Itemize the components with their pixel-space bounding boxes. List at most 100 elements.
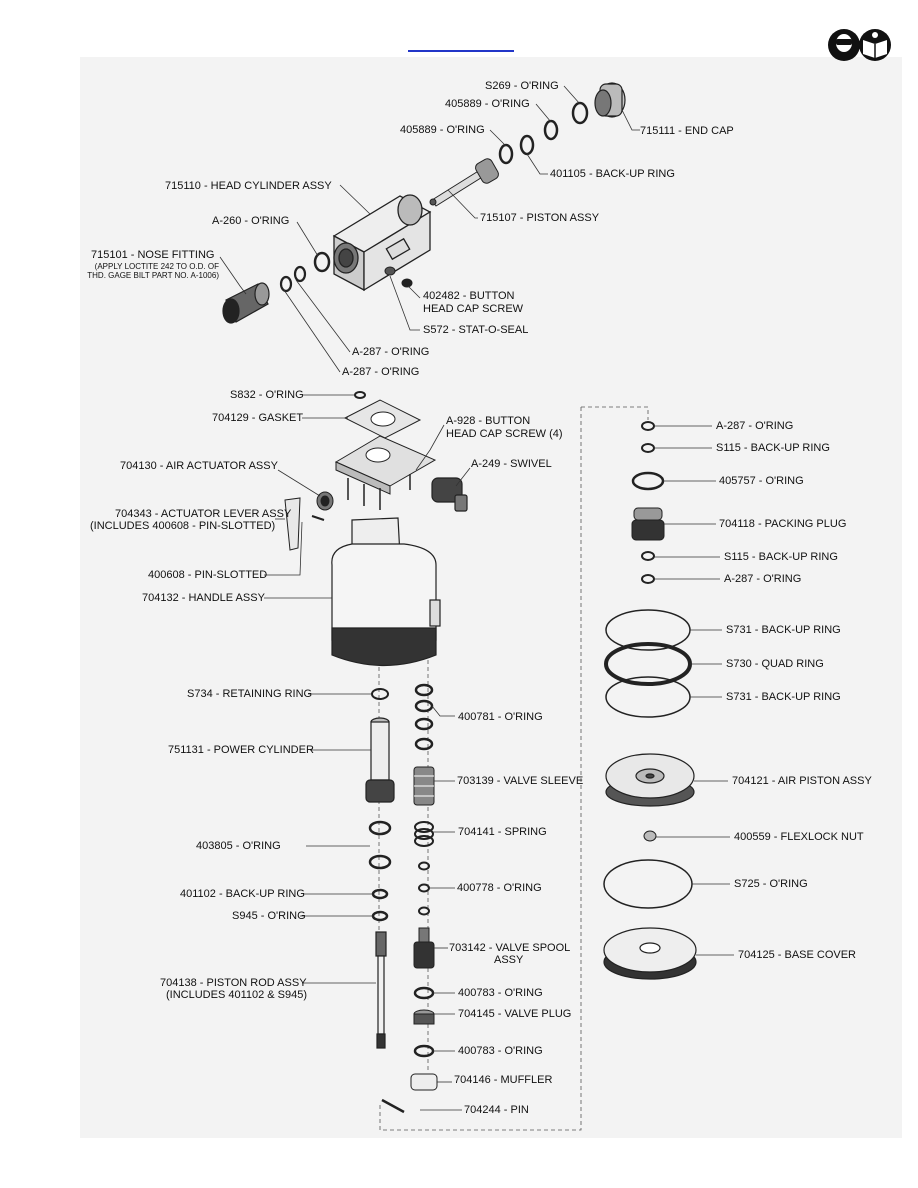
403805-oring-b: [368, 854, 392, 870]
a287-oring-a: [293, 265, 307, 283]
label-400783-oring-a: 400783 - O'RING: [458, 987, 543, 999]
400783-oring-a: [413, 986, 435, 1000]
label-air-actuator-assy: 704130 - AIR ACTUATOR ASSY: [120, 460, 278, 472]
label-s725-oring: S725 - O'RING: [734, 878, 808, 890]
label-405757-oring: 405757 - O'RING: [719, 475, 804, 487]
label-s730-quad-ring: S730 - QUAD RING: [726, 658, 824, 670]
label-air-piston-assy: 704121 - AIR PISTON ASSY: [732, 775, 872, 787]
label-s731-backup-ring-b: S731 - BACK-UP RING: [726, 691, 841, 703]
packing-plug-part: [631, 507, 665, 541]
label-actuator-lever-includes: (INCLUDES 400608 - PIN-SLOTTED): [90, 520, 276, 532]
label-muffler: 704146 - MUFFLER: [454, 1074, 553, 1086]
label-spring: 704141 - SPRING: [458, 826, 547, 838]
s725-oring: [603, 859, 693, 909]
air-actuator-part: [316, 491, 334, 511]
gasket-part: [343, 399, 422, 439]
valve-spool-part: [413, 927, 435, 969]
label-401105-backup-ring: 401105 - BACK-UP RING: [550, 168, 675, 180]
label-piston-assy: 715107 - PISTON ASSY: [480, 212, 600, 224]
400783-oring-b: [413, 1044, 435, 1058]
s734-retaining-ring: [371, 688, 389, 700]
label-402482-head-cap-screw: HEAD CAP SCREW: [423, 303, 524, 315]
label-s832-oring: S832 - O'RING: [230, 389, 304, 401]
muffler-part: [410, 1073, 438, 1091]
label-nose-fitting: 715101 - NOSE FITTING: [91, 249, 215, 261]
label-400608-pin-slotted: 400608 - PIN-SLOTTED: [148, 569, 268, 581]
label-piston-rod-includes: (INCLUDES 401102 & S945): [166, 989, 308, 1001]
405889-oring-b: [498, 143, 514, 165]
swivel-part: [431, 477, 468, 512]
label-a287-oring-a: A-287 - O'RING: [352, 346, 430, 358]
403805-oring-a: [368, 820, 392, 836]
label-valve-plug: 704145 - VALVE PLUG: [458, 1008, 572, 1020]
a287-oring-b: [279, 275, 293, 293]
label-head-cylinder-assy: 715110 - HEAD CYLINDER ASSY: [165, 180, 332, 192]
head-cylinder-part: [332, 194, 432, 292]
400781-orings: [414, 683, 434, 751]
label-actuator-lever-assy: 704343 - ACTUATOR LEVER ASSY: [115, 508, 292, 520]
valve-plug-part: [413, 1009, 435, 1025]
nose-fitting-part: [222, 282, 270, 324]
label-s572-stat-o-seal: S572 - STAT-O-SEAL: [423, 324, 529, 336]
label-400783-oring-b: 400783 - O'RING: [458, 1045, 543, 1057]
label-405889-oring-b: 405889 - O'RING: [400, 124, 485, 136]
pin-704244-part: [381, 1098, 405, 1114]
leader-lines: [219, 85, 734, 1111]
label-a260-oring: A-260 - O'RING: [212, 215, 290, 227]
flexlock-nut-part: [643, 830, 657, 842]
pin-slotted-part: [311, 515, 325, 521]
label-packing-plug: 704118 - PACKING PLUG: [719, 518, 847, 530]
label-401102-backup-ring: 401102 - BACK-UP RING: [180, 888, 305, 900]
label-402482-button: 402482 - BUTTON: [423, 290, 515, 302]
s269-oring: [571, 101, 589, 125]
diagram-frame: [80, 57, 902, 1138]
label-right-a287-oring-a: A-287 - O'RING: [716, 420, 794, 432]
right-orings: [631, 421, 665, 584]
label-s734-retaining-ring: S734 - RETAINING RING: [187, 688, 313, 700]
label-s115-backup-ring-b: S115 - BACK-UP RING: [724, 551, 838, 563]
read-manual-icon: [859, 29, 891, 61]
valve-sleeve-part: [413, 766, 435, 806]
label-405889-oring-a: 405889 - O'RING: [445, 98, 530, 110]
label-handle-assy: 704132 - HANDLE ASSY: [142, 592, 265, 604]
label-right-a287-oring-b: A-287 - O'RING: [724, 573, 802, 585]
label-base-cover: 704125 - BASE COVER: [738, 949, 857, 961]
top-link-underline[interactable]: [408, 50, 514, 52]
label-400781-oring: 400781 - O'RING: [458, 711, 543, 723]
piston-rod-part: [375, 931, 387, 1049]
label-a287-oring-b: A-287 - O'RING: [342, 366, 420, 378]
button-screw-part: [384, 266, 413, 288]
label-s731-backup-ring-a: S731 - BACK-UP RING: [726, 624, 841, 636]
label-gasket: 704129 - GASKET: [212, 412, 304, 424]
label-s945-oring: S945 - O'RING: [232, 910, 306, 922]
a928-screws: [347, 474, 411, 510]
spring-part: [414, 821, 434, 847]
power-cylinder-part: [365, 717, 395, 803]
face-shield-icon: [828, 29, 860, 61]
label-a928-button: A-928 - BUTTON: [446, 415, 531, 427]
label-s115-backup-ring-a: S115 - BACK-UP RING: [716, 442, 830, 454]
top-plate-part: [334, 435, 437, 495]
label-a928-head-cap-screw: HEAD CAP SCREW (4): [446, 428, 563, 440]
label-403805-oring: 403805 - O'RING: [196, 840, 281, 852]
label-piston-rod-assy: 704138 - PISTON ROD ASSY: [160, 977, 307, 989]
piston-assy-part: [429, 158, 499, 207]
end-cap-part: [594, 82, 626, 118]
label-400778-oring: 400778 - O'RING: [457, 882, 542, 894]
label-nose-note-2: THD. GAGE BILT PART NO. A-1006): [87, 271, 219, 280]
a260-oring: [313, 251, 331, 273]
401102-backup: [371, 888, 389, 900]
401105-backup: [519, 134, 535, 156]
label-valve-sleeve: 703139 - VALVE SLEEVE: [457, 775, 584, 787]
400778-orings: [418, 861, 430, 916]
label-flexlock-nut: 400559 - FLEXLOCK NUT: [734, 831, 864, 843]
big-rings: [604, 609, 692, 718]
label-valve-spool-assy: ASSY: [494, 954, 524, 966]
s945-oring: [371, 910, 389, 922]
label-power-cylinder: 751131 - POWER CYLINDER: [168, 744, 314, 756]
actuator-lever-part: [284, 497, 301, 551]
405889-oring-a: [543, 119, 559, 141]
label-nose-note-1: (APPLY LOCTITE 242 TO O.D. OF: [94, 262, 219, 271]
